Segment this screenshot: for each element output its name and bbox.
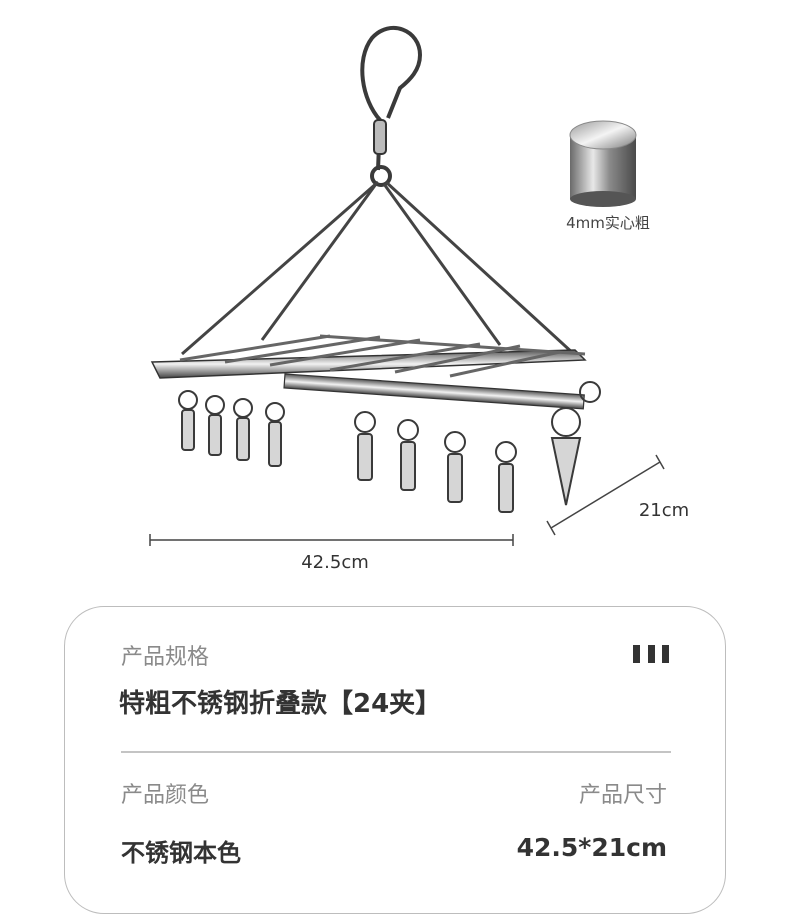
peg	[205, 395, 225, 456]
spec-title: 产品规格	[121, 645, 210, 670]
spec-card: 产品规格 特粗不锈钢折叠款【24夹】 产品颜色 产品尺寸 不锈钢本色 42.5*…	[64, 606, 726, 914]
hanger-frame	[150, 334, 587, 410]
size-title: 产品尺寸	[578, 783, 667, 808]
width-dimension-label: 42.5cm	[301, 552, 369, 573]
hook-icon	[360, 26, 423, 187]
peg	[495, 441, 517, 513]
peg	[265, 402, 285, 467]
depth-dimension-line	[546, 454, 665, 536]
peg	[397, 419, 419, 491]
product-illustration	[149, 26, 665, 546]
peg	[550, 407, 582, 506]
size-value: 42.5*21cm	[516, 833, 667, 862]
peg	[354, 411, 376, 481]
width-dimension-line	[149, 534, 514, 546]
divider	[121, 751, 671, 753]
spec-value: 特粗不锈钢折叠款【24夹】	[119, 689, 442, 719]
three-bars-icon	[633, 645, 669, 663]
suspension-wires	[181, 180, 577, 357]
peg	[579, 381, 601, 403]
depth-dimension-label: 21cm	[638, 500, 690, 521]
cylinder-icon	[569, 120, 637, 207]
clothes-pegs	[178, 381, 601, 513]
material-thickness-label: 4mm实心粗	[566, 214, 650, 232]
peg	[233, 398, 253, 461]
peg	[444, 431, 466, 503]
color-value: 不锈钢本色	[121, 839, 241, 867]
color-title: 产品颜色	[121, 783, 210, 808]
peg	[178, 390, 198, 451]
